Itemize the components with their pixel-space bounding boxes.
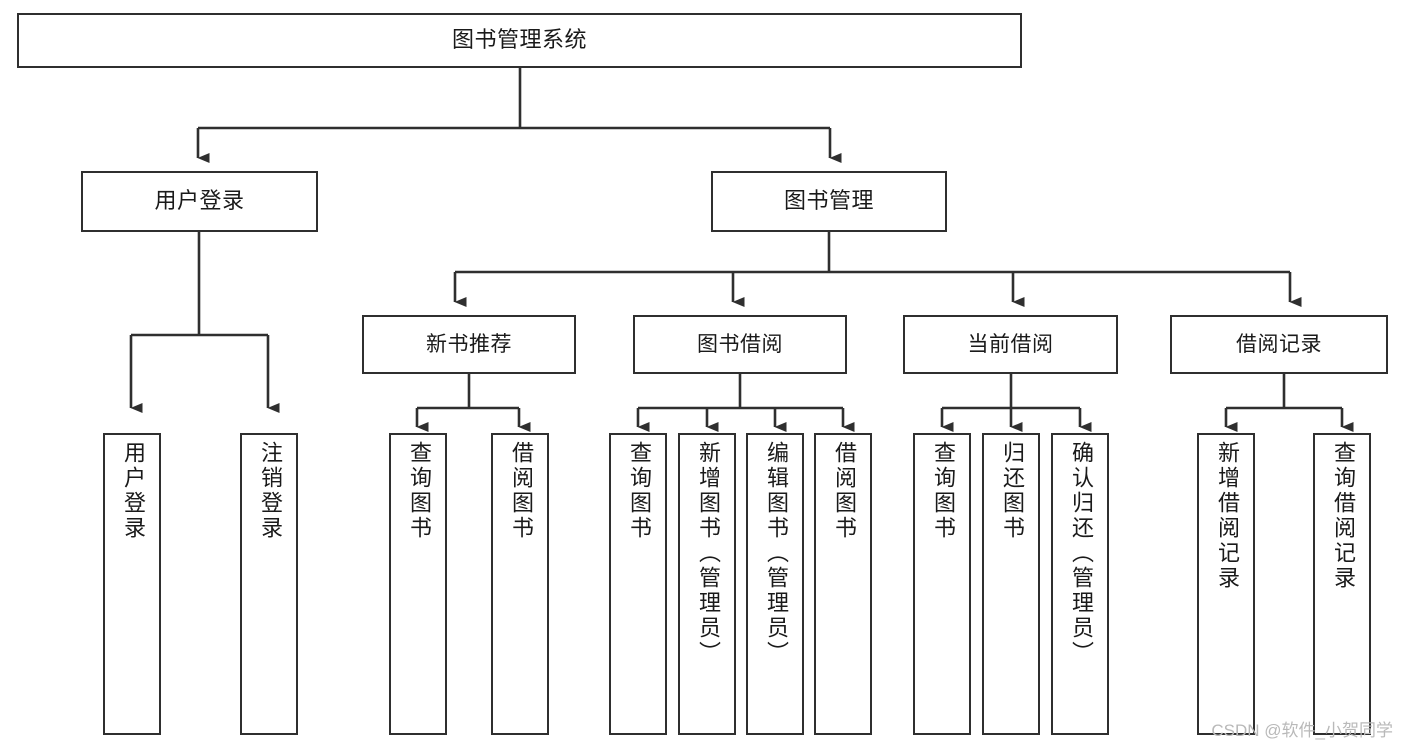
leaf-current-borrow-query[interactable]: 查询图书 (913, 433, 971, 735)
leaf-book-borrow-query-label: 查询图书 (626, 441, 651, 541)
node-user-login-label: 用户登录 (154, 188, 245, 214)
node-book-management[interactable]: 图书管理 (711, 171, 947, 232)
node-root-system-label: 图书管理系统 (451, 27, 587, 53)
leaf-user-login-logout-label: 注销登录 (257, 441, 282, 541)
leaf-book-borrow-edit[interactable]: 编辑图书（管理员） (746, 433, 804, 735)
leaf-new-book-borrow-label: 借阅图书 (508, 441, 533, 541)
leaf-current-borrow-query-label: 查询图书 (930, 441, 955, 541)
node-current-borrow-label: 当前借阅 (967, 332, 1054, 357)
node-book-borrow-label: 图书借阅 (697, 332, 783, 357)
node-borrow-record[interactable]: 借阅记录 (1170, 315, 1388, 374)
leaf-borrow-record-add[interactable]: 新增借阅记录 (1197, 433, 1255, 735)
node-new-book-recommend-label: 新书推荐 (426, 332, 512, 357)
leaf-book-borrow-borrow[interactable]: 借阅图书 (814, 433, 872, 735)
leaf-book-borrow-add-label: 新增图书（管理员） (695, 441, 720, 666)
leaf-book-borrow-query[interactable]: 查询图书 (609, 433, 667, 735)
leaf-current-borrow-confirm-return-label: 确认归还（管理员） (1068, 441, 1093, 666)
node-user-login[interactable]: 用户登录 (81, 171, 318, 232)
node-root-system[interactable]: 图书管理系统 (17, 13, 1022, 68)
node-book-borrow[interactable]: 图书借阅 (633, 315, 847, 374)
leaf-current-borrow-return[interactable]: 归还图书 (982, 433, 1040, 735)
node-borrow-record-label: 借阅记录 (1236, 332, 1322, 357)
leaf-book-borrow-borrow-label: 借阅图书 (831, 441, 856, 541)
leaf-user-login-login-label: 用户登录 (120, 441, 145, 541)
leaf-book-borrow-edit-label: 编辑图书（管理员） (763, 441, 788, 666)
leaf-book-borrow-add[interactable]: 新增图书（管理员） (678, 433, 736, 735)
leaf-user-login-logout[interactable]: 注销登录 (240, 433, 298, 735)
node-book-management-label: 图书管理 (783, 188, 874, 214)
node-new-book-recommend[interactable]: 新书推荐 (362, 315, 576, 374)
node-current-borrow[interactable]: 当前借阅 (903, 315, 1118, 374)
leaf-borrow-record-query-label: 查询借阅记录 (1330, 441, 1355, 591)
watermark-text: CSDN @软件_小贺同学 (1211, 721, 1393, 740)
leaf-current-borrow-return-label: 归还图书 (999, 441, 1024, 541)
leaf-current-borrow-confirm-return[interactable]: 确认归还（管理员） (1051, 433, 1109, 735)
leaf-new-book-query[interactable]: 查询图书 (389, 433, 447, 735)
leaf-new-book-borrow[interactable]: 借阅图书 (491, 433, 549, 735)
leaf-user-login-login[interactable]: 用户登录 (103, 433, 161, 735)
leaf-borrow-record-query[interactable]: 查询借阅记录 (1313, 433, 1371, 735)
leaf-new-book-query-label: 查询图书 (406, 441, 431, 541)
leaf-borrow-record-add-label: 新增借阅记录 (1214, 441, 1239, 591)
